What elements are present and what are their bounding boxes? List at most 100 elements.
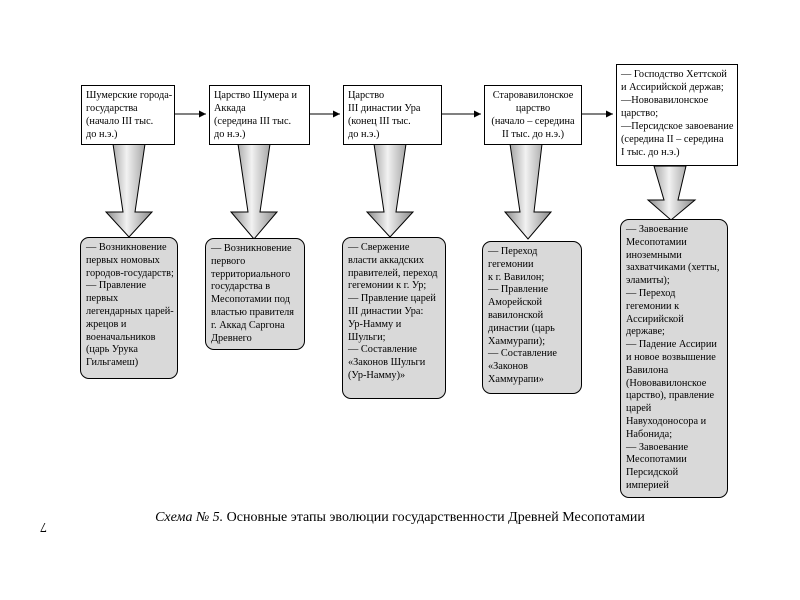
details-line: — Правление царей [348,293,436,305]
details-line: захватчиками (хетты, [626,262,720,274]
details-line: первого [211,255,246,267]
details-line: Персидской [626,467,679,479]
details-line: — Составление [488,348,557,360]
details-line: — Завоевание [626,441,689,453]
details-line: и новое возвышение [626,351,716,363]
stage-box-line: Старовавилонское [492,90,574,101]
details-line: — Свержение [348,242,410,253]
stage-box-line: (середина III тыс. [214,116,292,127]
details-line: — Падение Ассирии [626,339,717,351]
details-line: — Возникновение [211,243,292,254]
details-line: «Законов Шульги [348,357,426,369]
details-line: державе; [626,326,665,338]
details-line: империей [626,479,669,491]
details-line: III династии Ура: [348,305,424,317]
details-line: городов-государств; [86,267,174,279]
stage-box-line: государства [86,103,138,114]
details-line: — Завоевание [626,224,689,235]
details-line: эламиты); [626,275,670,287]
details-line: — Правление [86,280,147,292]
stage-details-4: — Переход гегемонии к г. Вавилон; — Прав… [482,241,582,394]
details-line: государства в [211,281,271,293]
details-line: первых [86,293,119,305]
details-line: гегемонии [488,258,534,270]
details-line: Вавилона [626,364,669,376]
stage-details-5: — Завоевание Месопотамии иноземными захв… [620,219,728,498]
stage-box-3: Царство III династии Ура (конец III тыс.… [343,85,442,145]
details-line: гегемонии к г. Ур; [348,280,427,292]
stage-box-line: (середина II – середина [621,134,724,145]
down-arrow-2 [229,143,279,240]
details-line: Хаммурапи» [488,373,544,385]
down-arrow-3 [365,143,415,238]
details-line: Месопотамии под [211,294,290,306]
details-line: к г. Вавилон; [488,271,545,283]
stage-box-line: Царство Шумера и [214,90,298,101]
details-line: Месопотамии [626,454,687,466]
details-line: Аморейской [488,297,543,309]
stage-box-line: Аккада [214,103,246,114]
details-line: Шульги; [348,331,386,343]
stage-box-line: Царство [348,90,385,101]
details-line: жрецов и [86,318,127,330]
details-line: г. Аккад Саргона [211,319,285,331]
stage-box-line: (начало – середина [491,116,575,127]
details-line: — Переход [488,246,538,257]
details-line: Ур-Намму и [348,318,402,330]
details-line: Навуходоносора и [626,415,707,427]
stage-box-line: царство; [621,108,659,119]
caption-label: Схема № 5. [155,510,224,525]
down-arrow-1 [104,143,154,238]
details-line: царей [626,403,652,415]
stage-box-2: Царство Шумера и Аккада (середина III ты… [209,85,310,145]
details-line: — Возникновение [86,242,167,253]
details-line: легендарных царей- [86,305,174,317]
stage-box-line: (конец III тыс. [348,116,411,127]
details-line: властью правителя [211,306,295,318]
down-arrow-4 [503,143,553,240]
stage-box-line: —Персидское завоевание [621,121,734,132]
stage-box-line: —Нововавилонское [621,95,709,106]
details-line: иноземными [626,249,682,261]
details-line: — Переход [626,287,676,299]
details-line: (Ур-Намму)» [348,369,406,381]
details-line: власти аккадских [348,254,425,266]
stage-box-1: Шумерские города- государства (начало II… [81,85,175,145]
stage-box-5: — Господство Хеттской и Ассирийской держ… [616,64,738,166]
stage-box-line: царство [515,103,551,114]
stage-box-line: и Ассирийской держав; [621,82,724,93]
details-line: — Составление [348,344,417,356]
figure-caption: Схема № 5. Основные этапы эволюции госуд… [0,510,800,526]
stage-box-line: (начало III тыс. [86,116,154,127]
stage-box-line: до н.э.) [86,129,118,140]
details-line: военачальников [86,331,156,343]
details-line: царство), правление [626,390,715,402]
stage-box-line: Шумерские города- [86,90,173,101]
details-line: территориального [211,268,291,280]
details-line: (царь Урука [86,344,138,356]
details-line: гегемонии к [626,300,680,312]
page-number: 7 [40,519,47,534]
details-line: «Законов [488,361,529,373]
stage-box-line: до н.э.) [214,129,246,140]
details-line: правителей, переход [348,267,438,279]
details-line: Ассирийской [626,313,684,325]
details-line: Гильгамеш) [86,357,139,369]
details-line: вавилонской [488,309,544,321]
down-arrow-5 [646,165,697,221]
details-line: Древнего [211,332,252,344]
stage-box-line: III династии Ура [348,103,421,114]
stage-box-4: Старовавилонское царство (начало – серед… [484,85,582,145]
details-line: первых номовых [86,254,160,266]
stage-box-line: до н.э.) [348,129,380,140]
details-line: — Правление [488,284,549,296]
details-line: династии (царь [488,322,555,334]
stage-box-line: I тыс. до н.э.) [621,147,680,158]
stage-details-3: — Свержение власти аккадских правителей,… [342,237,446,399]
details-line: Месопотамии [626,236,687,248]
caption-text: Основные этапы эволюции государственност… [223,510,645,525]
details-line: (Нововавилонское [626,377,707,389]
stage-details-1: — Возникновение первых номовых городов-г… [80,237,178,379]
stage-details-2: — Возникновение первого территориального… [205,238,305,350]
